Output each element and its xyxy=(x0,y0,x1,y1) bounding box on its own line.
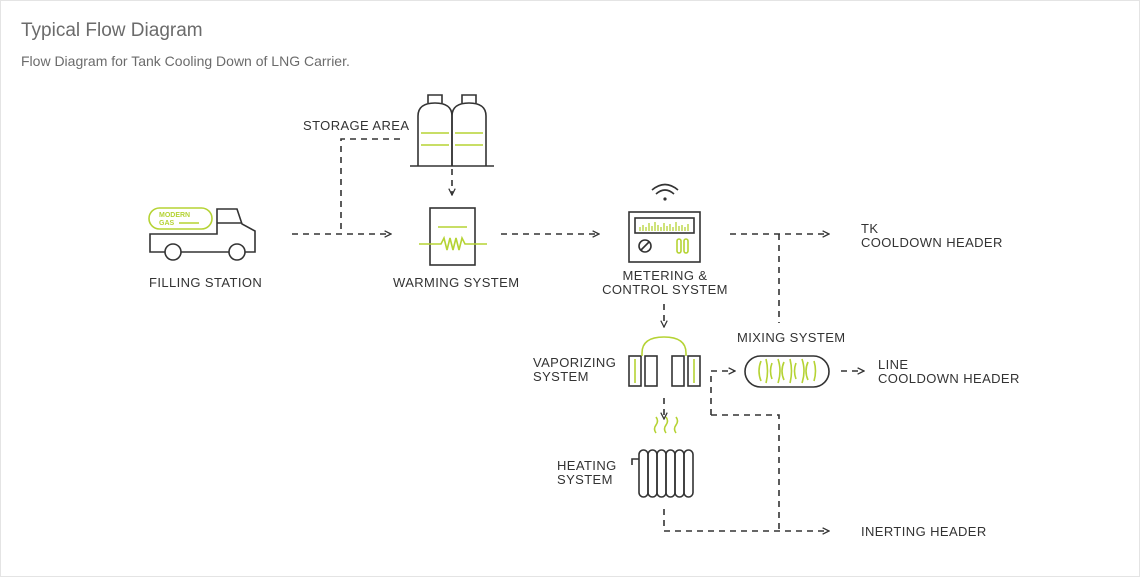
label-vaporizing-2: SYSTEM xyxy=(533,369,589,384)
truck-tank-text-2: GAS xyxy=(159,220,175,227)
label-line-2: COOLDOWN HEADER xyxy=(878,371,1020,386)
label-heating-1: HEATING xyxy=(557,458,617,473)
control-panel-icon xyxy=(628,211,701,263)
label-tk-1: TK xyxy=(861,221,878,236)
label-metering-1: METERING & xyxy=(623,268,708,283)
label-heating-2: SYSTEM xyxy=(557,472,613,487)
warming-unit-icon xyxy=(419,207,487,266)
label-inerting-header: INERTING HEADER xyxy=(861,524,987,539)
label-warming-system: WARMING SYSTEM xyxy=(393,275,519,290)
meter-bars xyxy=(639,222,689,231)
radiator-icon xyxy=(631,416,694,498)
label-vaporizing-1: VAPORIZING xyxy=(533,355,616,370)
label-storage-area: STORAGE AREA xyxy=(303,118,409,133)
line-storage-branch xyxy=(340,138,400,234)
label-mixing-system: MIXING SYSTEM xyxy=(737,330,846,345)
truck-icon: MODERN GAS xyxy=(148,207,256,261)
arrow-to-mixing xyxy=(710,371,735,415)
line-to-inerting xyxy=(711,414,780,531)
truck-tank-text-1: MODERN xyxy=(159,212,190,219)
label-metering-2: CONTROL SYSTEM xyxy=(602,282,728,297)
label-line-1: LINE xyxy=(878,357,909,372)
mixer-icon xyxy=(744,355,830,388)
vaporizer-icon xyxy=(628,336,701,387)
wifi-icon xyxy=(651,183,679,201)
label-filling-station: FILLING STATION xyxy=(149,275,262,290)
page-subtitle: Flow Diagram for Tank Cooling Down of LN… xyxy=(21,53,350,69)
flow-connectors xyxy=(292,138,864,531)
page-title: Typical Flow Diagram xyxy=(21,20,203,41)
storage-tanks-icon xyxy=(410,94,494,167)
label-tk-2: COOLDOWN HEADER xyxy=(861,235,1003,250)
arrow-to-inerting-header xyxy=(663,509,829,531)
